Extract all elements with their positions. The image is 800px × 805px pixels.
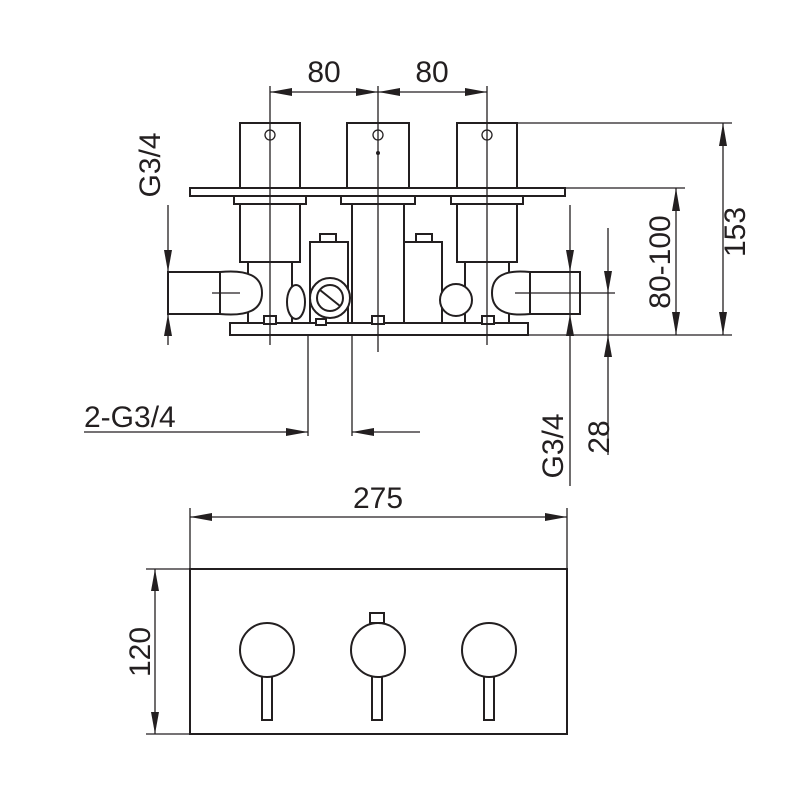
dim-plate-width: 275 bbox=[353, 482, 403, 515]
outlet-left bbox=[167, 270, 264, 316]
handle-right bbox=[461, 622, 517, 721]
dimension-lines bbox=[84, 88, 732, 486]
dim-outlet-top: G3/4 bbox=[134, 132, 167, 197]
dim-inlets: 2-G3/4 bbox=[84, 401, 176, 434]
handle-middle bbox=[350, 612, 406, 721]
handle-left bbox=[239, 622, 295, 721]
inlet-fittings bbox=[263, 233, 495, 326]
dim-spacing-left: 80 bbox=[307, 56, 340, 89]
trim-plate bbox=[189, 568, 568, 735]
dim-spacing-right: 80 bbox=[415, 56, 448, 89]
dim-plate-height: 120 bbox=[124, 627, 157, 677]
dim-offset: 28 bbox=[583, 420, 616, 453]
dim-depth-range: 80-100 bbox=[644, 215, 677, 308]
dim-outlet-bottom: G3/4 bbox=[537, 413, 570, 478]
valve-body-view bbox=[167, 86, 581, 436]
front-plate-view bbox=[189, 568, 568, 735]
front-dimension-lines bbox=[146, 508, 568, 735]
dim-height-total: 153 bbox=[719, 207, 752, 257]
